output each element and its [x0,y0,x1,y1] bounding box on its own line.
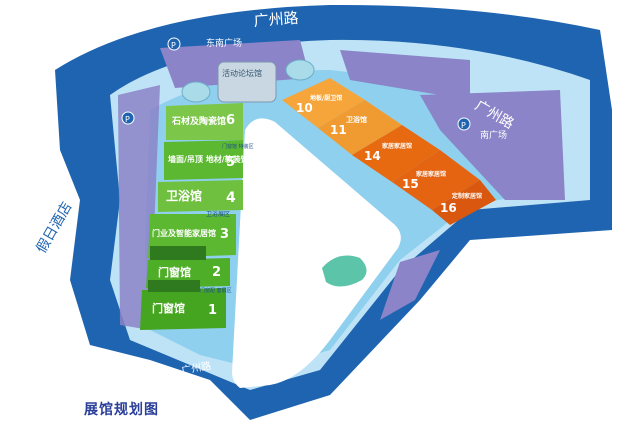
hall-4[interactable] [158,180,243,212]
hall-3-number: 3 [220,227,229,242]
hall-14[interactable] [352,125,440,182]
orange-halls [282,78,496,225]
hall-11[interactable] [318,100,402,155]
hall-10-number: 10 [296,101,313,115]
zone-note-3-4: 卫浴展区 [206,210,230,218]
hall-3-name: 门业及智能家居馆 [152,228,216,238]
hall-16-number: 16 [440,201,457,215]
hall-6-name: 石材及陶瓷馆 [171,115,226,127]
hall-10[interactable] [282,78,365,128]
map-title: 展馆规划图 [84,402,159,418]
pond [322,255,367,287]
hall-5[interactable] [164,140,243,180]
dark-green-band [148,280,200,292]
activity-forum-hall [217,61,277,103]
parking-icon: P [167,37,181,51]
hall-4-name: 卫浴馆 [166,188,202,203]
zone-note-5-6: 门窗馆 特装区 [222,143,254,150]
hall-11-number: 11 [330,123,347,137]
hall-1[interactable] [140,288,226,330]
road-label-guangzhou-top: 广州路 [253,9,299,30]
hall-16-name: 定制家居馆 [451,192,482,200]
zone-note-1-2: 门窗配 套展区 [200,287,232,294]
hall-6-number: 6 [226,113,235,128]
activity-forum-tower-left [181,81,211,103]
parking-icon: P [121,111,135,125]
south-square-label: 南广场 [480,129,507,141]
hall-10-name: 地板/厨卫馆 [310,94,342,102]
hall-15[interactable] [392,150,480,210]
purple-plaza-right-top [340,50,470,100]
svg-text:P: P [461,121,466,130]
hotel-label: 假日酒店 [34,200,76,256]
hall-6[interactable] [166,103,243,140]
activity-forum-tower-right [285,59,315,81]
hall-15-name: 家居家居馆 [416,170,446,178]
hall-2-name: 门窗馆 [158,265,191,279]
hall-15-number: 15 [402,177,419,191]
activity-forum-label: 活动论坛馆 [222,68,262,78]
green-halls [140,103,243,330]
hall-5-name: 墙面/吊顶 地材/软装馆 [168,154,249,164]
hall-16[interactable] [432,180,496,225]
hall-1-name: 门窗馆 [152,301,185,315]
dark-green-band [150,246,206,260]
parking-icon: P [457,117,471,131]
east-square-label: 东南广场 [206,37,242,49]
svg-text:P: P [171,41,176,50]
purple-plaza-bottom-right [380,250,440,320]
hall-14-number: 14 [364,149,381,163]
hall-4-number: 4 [226,190,236,206]
hall-2-number: 2 [212,265,221,280]
central-plaza [232,118,401,388]
hall-14-name: 家居家居馆 [382,142,412,150]
south-square-area [420,90,565,200]
hall-11-name: 卫浴馆 [346,115,367,124]
hall-1-number: 1 [208,303,217,318]
hall-5-number: 5 [226,155,235,170]
svg-text:P: P [125,115,130,124]
